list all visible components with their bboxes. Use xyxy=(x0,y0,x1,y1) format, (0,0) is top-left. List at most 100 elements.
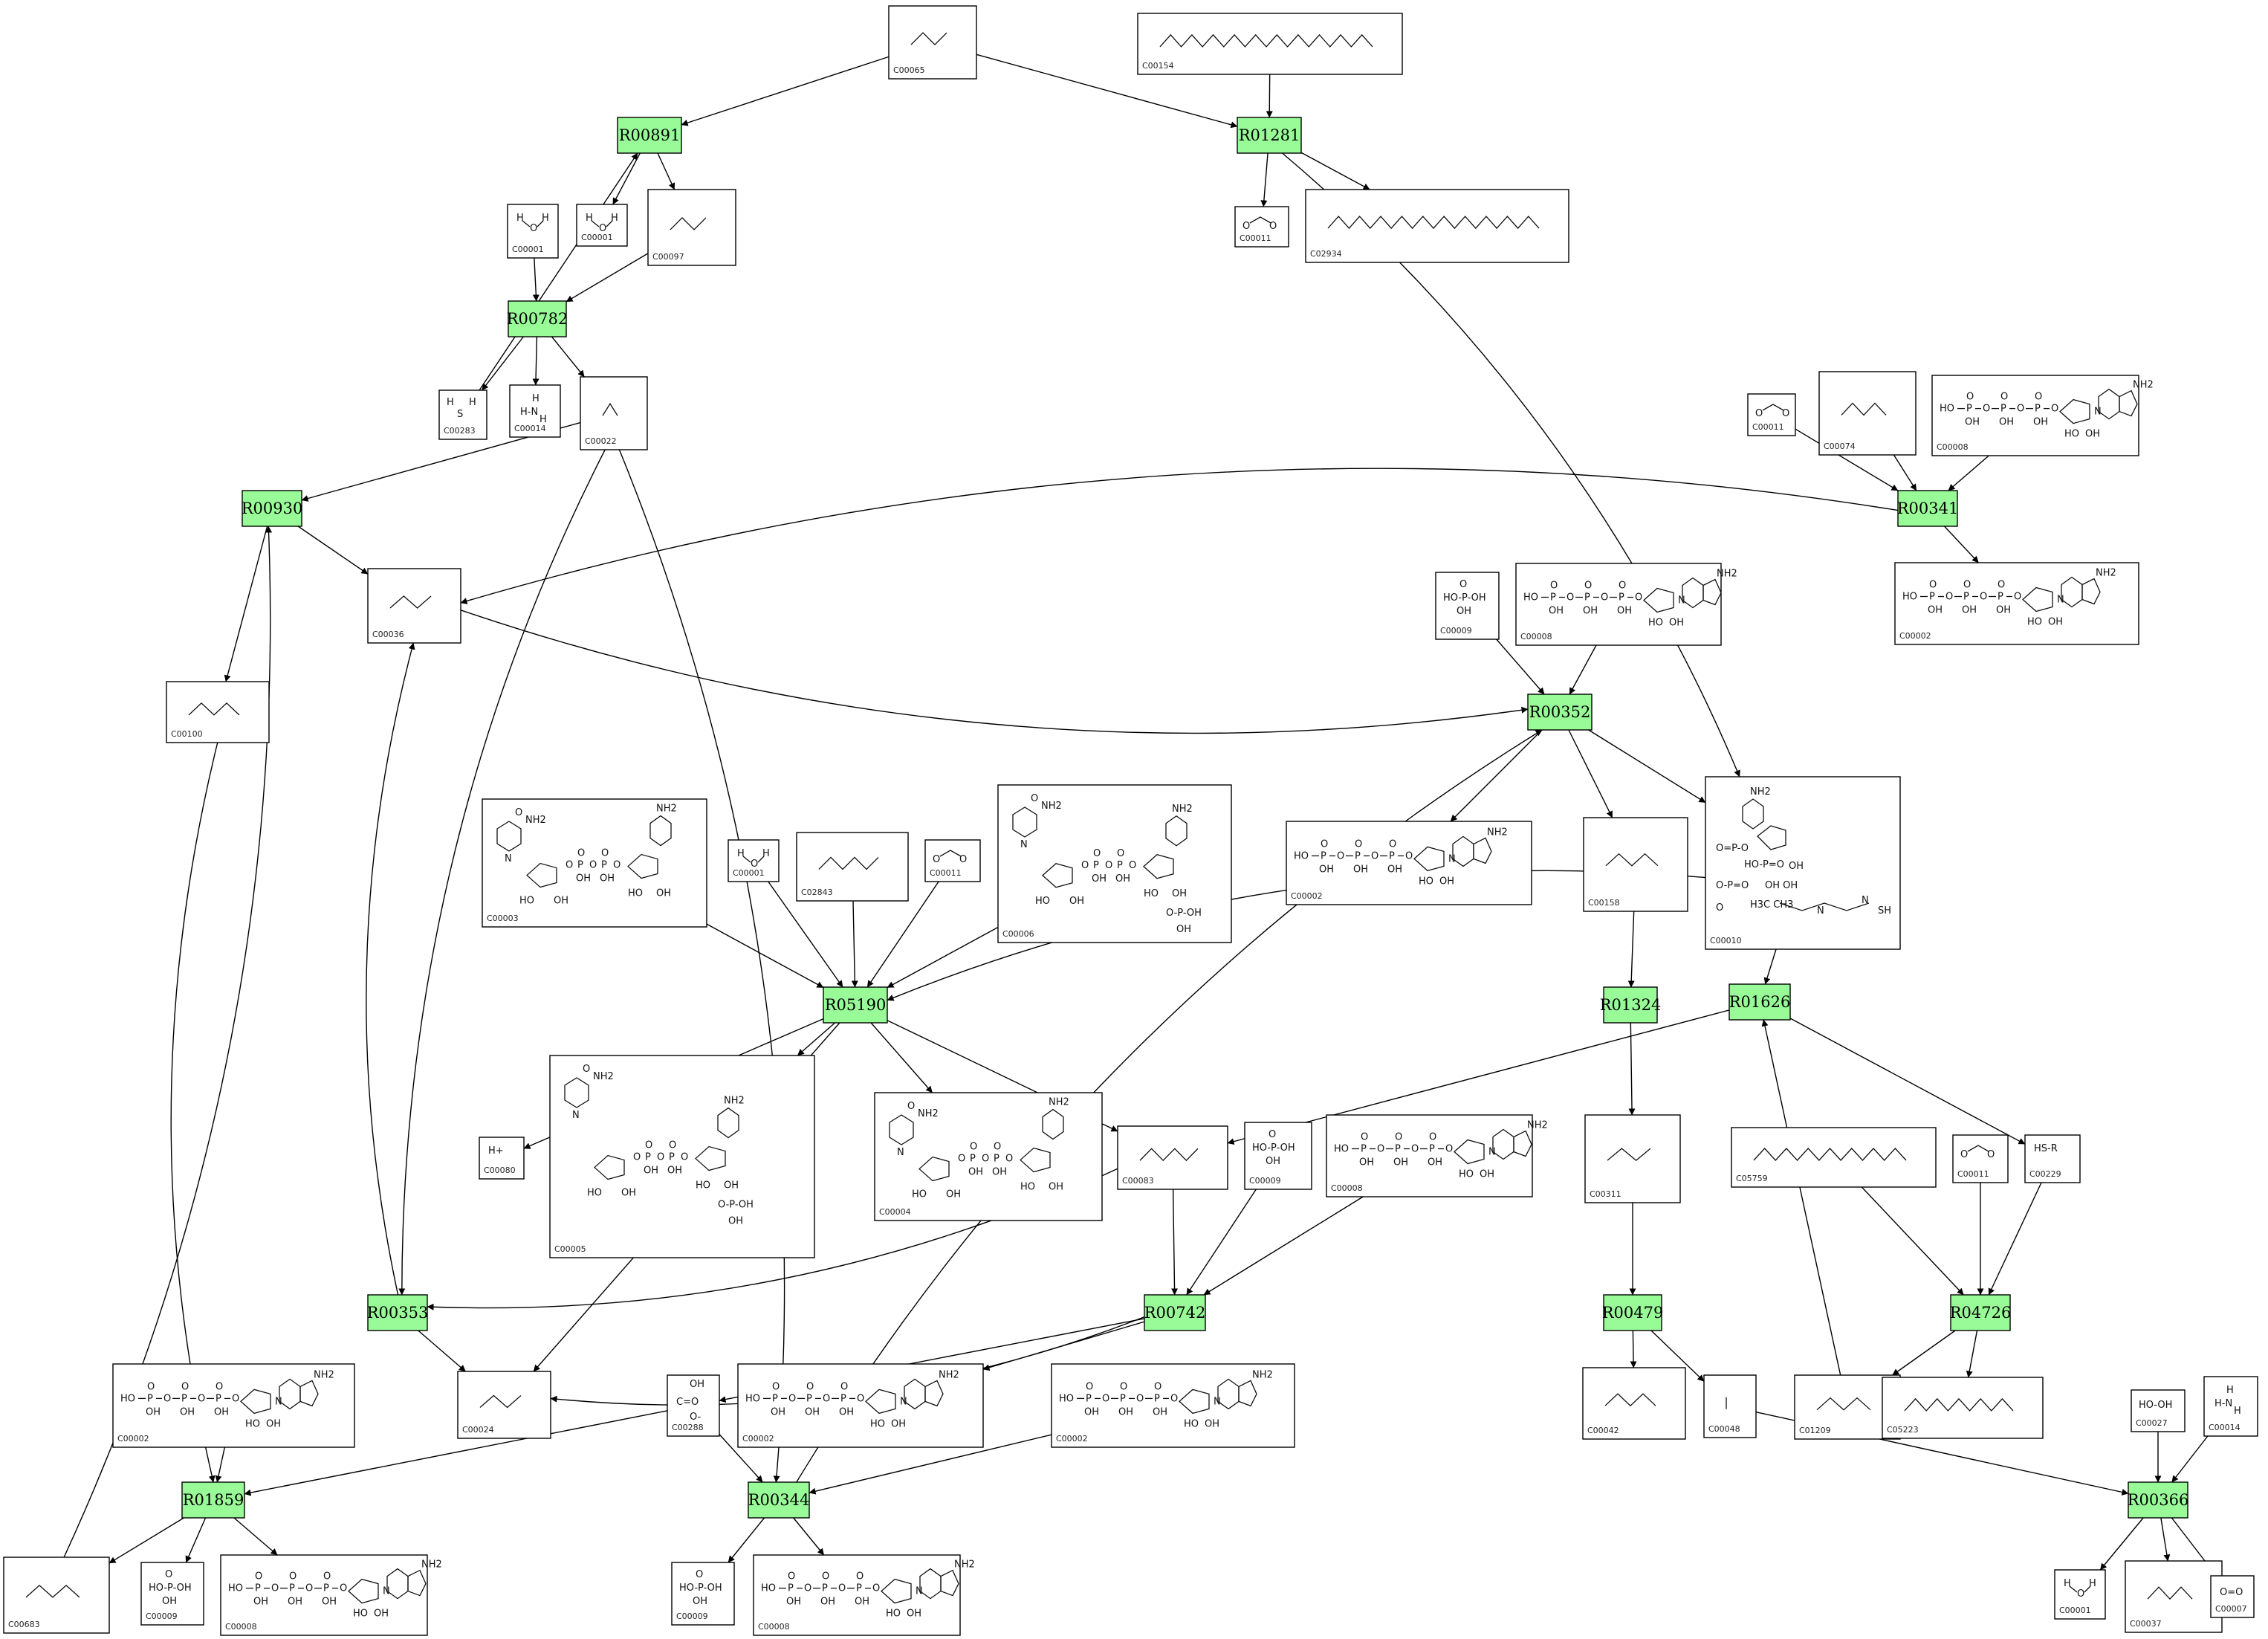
compound-node-c00080[interactable]: H+C00080 xyxy=(479,1137,525,1180)
structure-glyph: O xyxy=(872,1583,880,1594)
compound-node-c00311[interactable]: C00311 xyxy=(1584,1114,1681,1203)
structure-glyph: O xyxy=(982,1154,989,1165)
compound-node-c00042[interactable]: C00042 xyxy=(1582,1367,1686,1440)
structure-glyph: HO xyxy=(1294,850,1309,861)
compound-node-c00065[interactable]: C00065 xyxy=(888,5,977,80)
reaction-node-r01281[interactable]: R01281 xyxy=(1237,117,1302,154)
structure-glyph: NH2 xyxy=(2133,380,2154,391)
structure-glyph: HO xyxy=(1035,896,1050,907)
compound-node-c05759[interactable]: C05759 xyxy=(1731,1127,1937,1188)
edge-R00366-to-c00037 xyxy=(2160,1517,2171,1562)
reaction-box xyxy=(1144,1294,1206,1331)
structure-glyph: H-N xyxy=(520,407,538,418)
structure-glyph: NH2 xyxy=(1049,1097,1069,1108)
structure-glyph: HO xyxy=(1059,1393,1074,1404)
reaction-node-r01859[interactable]: R01859 xyxy=(181,1481,245,1519)
structure-glyph: HO xyxy=(870,1418,885,1429)
compound-node-c00074[interactable]: C00074 xyxy=(1818,371,1917,456)
reaction-node-r00742[interactable]: R00742 xyxy=(1144,1294,1206,1331)
reaction-node-r00352[interactable]: R00352 xyxy=(1527,694,1593,731)
structure-glyph: N xyxy=(1214,1396,1221,1407)
compound-node-c00022[interactable]: C00022 xyxy=(580,376,648,450)
reaction-node-r00930[interactable]: R00930 xyxy=(242,490,303,527)
reaction-node-r00479[interactable]: R00479 xyxy=(1602,1294,1664,1331)
reaction-node-r01324[interactable]: R01324 xyxy=(1600,986,1662,1024)
compound-node-c00037[interactable]: C00037 xyxy=(2125,1560,2223,1633)
structure-glyph: N xyxy=(1862,895,1869,906)
reaction-node-r00341[interactable]: R00341 xyxy=(1897,490,1959,527)
reaction-node-r00782[interactable]: R00782 xyxy=(507,300,568,337)
structure-glyph: O xyxy=(1983,404,1990,415)
reaction-box xyxy=(1603,986,1658,1024)
compound-node-c00683[interactable]: C00683 xyxy=(3,1556,110,1634)
compound-box xyxy=(1584,1114,1681,1203)
reaction-node-r01626[interactable]: R01626 xyxy=(1728,983,1791,1021)
structure-glyph: O xyxy=(1086,1381,1093,1392)
structure-glyph: OH xyxy=(1428,1157,1442,1168)
structure-glyph: OH xyxy=(1480,1169,1494,1180)
compound-node-c00097[interactable]: C00097 xyxy=(647,189,736,266)
compound-node-c00036[interactable]: C00036 xyxy=(367,568,461,644)
structure-glyph: O xyxy=(530,223,537,234)
reaction-node-r00366[interactable]: R00366 xyxy=(2128,1481,2189,1519)
compound-node-c00024[interactable]: C00024 xyxy=(457,1371,551,1439)
compound-node-c00154[interactable]: C00154 xyxy=(1137,13,1403,75)
edge-R00366-to-c00001_d xyxy=(2099,1517,2144,1571)
reaction-node-r00353[interactable]: R00353 xyxy=(367,1294,429,1331)
compound-box xyxy=(112,1363,355,1448)
compound-node-c05223[interactable]: C05223 xyxy=(1882,1377,2044,1439)
edge-R01626-to-c00083 xyxy=(1227,1009,1730,1145)
reaction-box xyxy=(181,1481,245,1519)
reaction-node-r04726[interactable]: R04726 xyxy=(1950,1294,2012,1331)
structure-glyph: O xyxy=(1966,392,1974,403)
reaction-node-r00891[interactable]: R00891 xyxy=(617,117,682,154)
compound-node-c00158[interactable]: C00158 xyxy=(1583,817,1688,912)
compound-node-c00048[interactable]: C00048 xyxy=(1703,1374,1757,1438)
compound-node-c00100[interactable]: C00100 xyxy=(166,681,270,743)
compound-node-c00288[interactable]: OHC=OO-C00288 xyxy=(667,1374,720,1437)
reaction-node-r05190[interactable]: R05190 xyxy=(823,986,888,1024)
compound-box xyxy=(1051,1363,1295,1448)
compound-node-c02934[interactable]: C02934 xyxy=(1305,189,1569,263)
structure-glyph: O xyxy=(1980,592,1987,603)
compound-id: C00001 xyxy=(733,868,765,878)
compound-node-c02843[interactable]: C02843 xyxy=(796,832,909,902)
reaction-node-r00344[interactable]: R00344 xyxy=(748,1481,810,1519)
structure-glyph: OH xyxy=(805,1406,820,1417)
structure-glyph: P xyxy=(2000,404,2006,415)
compound-node-c00083[interactable]: C00083 xyxy=(1117,1125,1228,1190)
